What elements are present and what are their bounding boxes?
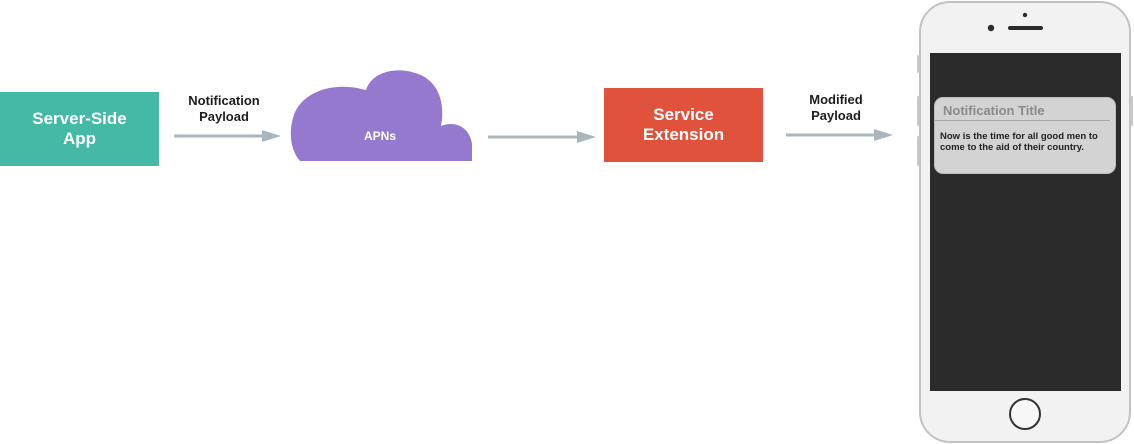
notification-body: Now is the time for all good men to come…: [940, 131, 1098, 153]
apns-label: APNs: [363, 129, 396, 143]
service-extension-node: Service Extension: [604, 88, 763, 162]
arrow-icon: [786, 129, 893, 141]
arrow-icon: [488, 131, 596, 143]
notification-title: Notification Title: [935, 98, 1110, 121]
server-side-app-node: Server-Side App: [0, 92, 159, 166]
notification-card: Notification Title Now is the time for a…: [934, 97, 1116, 174]
modified-payload-label: Modified Payload: [809, 92, 863, 123]
arrow-icon: [174, 130, 281, 142]
cloud-icon: [290, 70, 472, 161]
notification-payload-label: Notification Payload: [188, 93, 260, 124]
